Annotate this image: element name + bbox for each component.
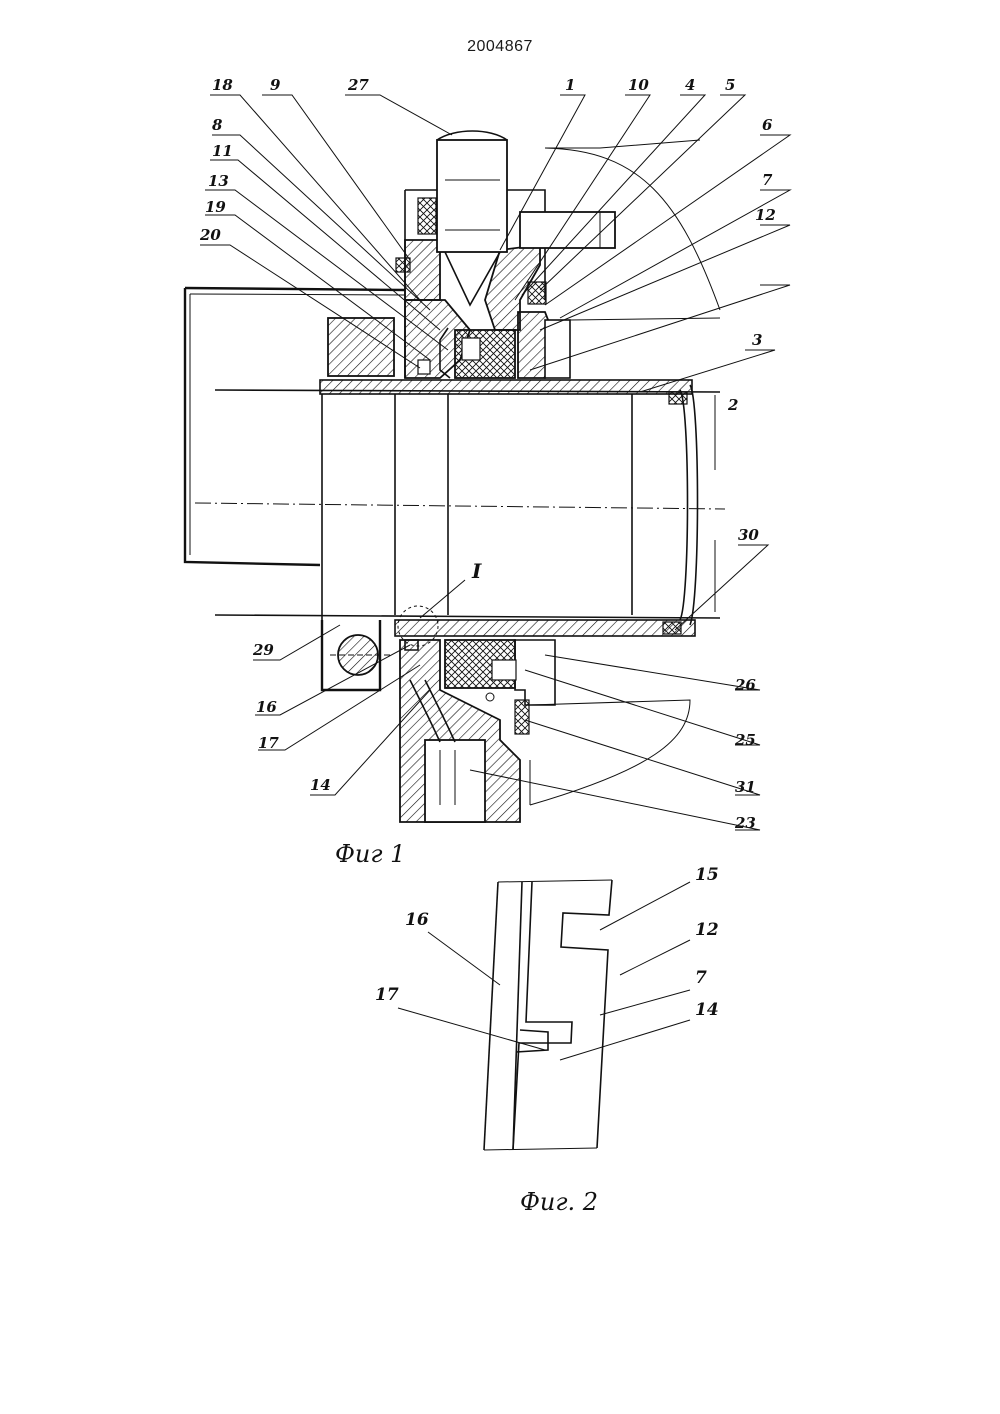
label-6: 6 <box>762 116 773 134</box>
label-12: 12 <box>755 206 776 224</box>
label-31: 31 <box>735 778 756 796</box>
fig2-label-12: 12 <box>695 920 719 940</box>
figure-2-parts <box>484 880 612 1150</box>
figure-1-caption: Фиг 1 <box>335 840 405 868</box>
label-13: 13 <box>208 172 229 190</box>
fig2-label-7: 7 <box>695 968 707 988</box>
fig2-label-14: 14 <box>695 1000 719 1020</box>
label-5: 5 <box>725 76 735 94</box>
label-2: 2 <box>727 396 738 414</box>
figure-2-leaders <box>398 882 690 1060</box>
label-30: 30 <box>738 526 759 544</box>
label-9: 9 <box>270 76 281 94</box>
clamp-block-top <box>328 318 394 376</box>
label-23: 23 <box>734 814 756 832</box>
label-29: 29 <box>252 641 274 659</box>
label-4: 4 <box>685 76 695 94</box>
label-1: 1 <box>565 76 575 94</box>
label-17: 17 <box>258 734 279 752</box>
label-3: 3 <box>752 331 762 349</box>
figure-2-caption: Фиг. 2 <box>520 1188 598 1216</box>
section-mark-I: I <box>471 559 482 583</box>
label-18: 18 <box>212 76 233 94</box>
label-7: 7 <box>762 171 773 189</box>
figure-1: 1 2 3 4 5 6 7 8 9 10 11 12 13 14 16 17 1… <box>185 76 790 868</box>
lower-housing <box>400 640 690 822</box>
figure-2: 16 17 15 12 7 14 Фиг. 2 <box>375 865 719 1216</box>
label-20: 20 <box>199 226 221 244</box>
label-19: 19 <box>205 198 226 216</box>
fig2-label-16: 16 <box>405 910 429 930</box>
label-8: 8 <box>212 116 223 134</box>
fig2-label-17: 17 <box>375 985 399 1005</box>
label-11: 11 <box>212 142 233 160</box>
clamp-collar <box>322 620 392 690</box>
label-25: 25 <box>734 731 756 749</box>
label-10: 10 <box>628 76 649 94</box>
fig2-label-15: 15 <box>695 865 719 885</box>
label-14: 14 <box>310 776 331 794</box>
label-27: 27 <box>347 76 369 94</box>
label-16: 16 <box>256 698 277 716</box>
label-26: 26 <box>734 676 756 694</box>
